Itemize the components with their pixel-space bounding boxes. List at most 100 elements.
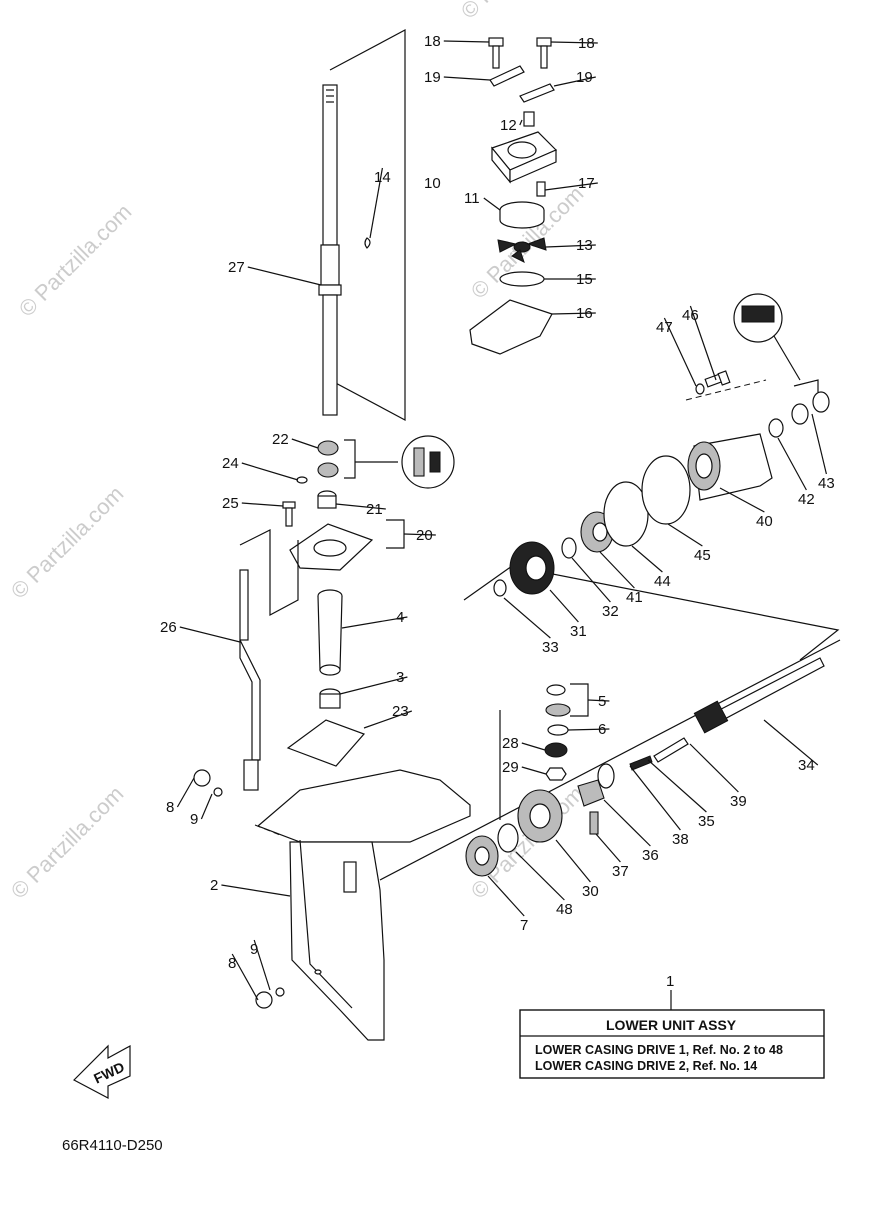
callout-12: 12	[500, 117, 517, 134]
watermark-text: © Partzilla.com	[6, 781, 129, 904]
oil-seal-housing	[289, 519, 405, 571]
leader-line	[567, 728, 610, 731]
bolt-8-upper	[193, 769, 223, 797]
callout-7: 7	[520, 917, 528, 934]
callout-30: 30	[582, 883, 599, 900]
shift-plunger-group	[597, 737, 689, 789]
leader-line	[200, 793, 213, 820]
callout-39: 39	[730, 793, 747, 810]
leader-line	[519, 119, 523, 126]
callout-29: 29	[502, 759, 519, 776]
leader-line	[663, 317, 697, 387]
callout-24: 24	[222, 455, 239, 472]
leader-line	[339, 676, 408, 695]
woodruff-key	[364, 237, 371, 249]
callout-34: 34	[798, 757, 815, 774]
leader-line	[487, 875, 525, 917]
callout-11: 11	[464, 190, 480, 207]
callout-5: 5	[598, 693, 606, 710]
shift-rod	[239, 529, 299, 791]
legend-line-2: LOWER CASING DRIVE 2, Ref. No. 14	[535, 1059, 757, 1073]
fwd-arrow: FWD	[73, 1044, 131, 1099]
clutch-group	[577, 779, 605, 835]
leader-line	[291, 438, 319, 449]
callout-8: 8	[166, 799, 174, 816]
callout-8: 8	[228, 955, 236, 972]
leader-line	[689, 305, 717, 381]
leader-line	[544, 182, 598, 191]
callout-3: 3	[396, 669, 404, 686]
insert-cartridge	[499, 201, 545, 229]
legend-line-1: LOWER CASING DRIVE 1, Ref. No. 2 to 48	[535, 1043, 783, 1057]
leader-line	[483, 197, 501, 211]
bushing-seals	[768, 391, 830, 438]
leader-line	[341, 616, 408, 629]
assembly-line	[254, 824, 281, 836]
leader-line	[231, 953, 259, 1001]
callout-9: 9	[250, 941, 258, 958]
leader-line	[599, 551, 635, 589]
callout-45: 45	[694, 547, 711, 564]
callout-20: 20	[416, 527, 433, 544]
o-ring	[499, 271, 545, 287]
callout-21: 21	[366, 501, 383, 518]
leader-line	[689, 743, 739, 793]
leader-line	[571, 557, 611, 603]
callout-47: 47	[656, 319, 673, 336]
bearings-22	[317, 435, 455, 489]
leader-line	[777, 437, 807, 491]
leader-line	[335, 503, 386, 510]
callout-37: 37	[612, 863, 629, 880]
callout-48: 48	[556, 901, 573, 918]
callout-14: 14	[374, 169, 391, 186]
leader-line	[363, 710, 413, 729]
bolt-25	[282, 501, 296, 527]
leader-line	[503, 597, 551, 639]
callout-46: 46	[682, 307, 699, 324]
impeller	[497, 237, 547, 263]
watermark-text: © Partzilla.com	[6, 481, 129, 604]
leader-line	[521, 742, 546, 751]
leader-line	[555, 839, 591, 883]
leader-line	[253, 939, 271, 991]
leader-line	[545, 244, 596, 248]
callout-19: 19	[576, 69, 593, 86]
watermark-group: © Partzilla.com © Partzilla.com © Partzi…	[6, 0, 589, 904]
callout-28: 28	[502, 735, 519, 752]
leader-line	[553, 76, 596, 87]
callout-27: 27	[228, 259, 245, 276]
callout-23: 23	[392, 703, 409, 720]
leader-line	[515, 851, 565, 901]
callout-41: 41	[626, 589, 643, 606]
reverse-gear-group	[465, 789, 563, 877]
legend-ref-number: 1	[666, 973, 674, 990]
leader-line	[587, 699, 610, 702]
callout-38: 38	[672, 831, 689, 848]
leader-line	[179, 626, 241, 643]
forward-gear-group	[493, 433, 773, 597]
callout-32: 32	[602, 603, 619, 620]
leader-line	[176, 777, 195, 808]
leader-line	[647, 759, 707, 813]
water-tube	[317, 589, 343, 676]
pin	[536, 181, 546, 197]
watermark-text: © Partzilla.com	[14, 199, 137, 322]
leader-line	[595, 833, 621, 863]
callout-18: 18	[578, 35, 595, 52]
callout-26: 26	[160, 619, 177, 636]
watermark-text: © Partzilla.com	[456, 0, 579, 24]
clips-19	[489, 65, 555, 103]
grommet	[319, 688, 341, 709]
callout-22: 22	[272, 431, 289, 448]
diagram-code: 66R4110-D250	[62, 1137, 163, 1154]
leader-line	[369, 167, 383, 239]
callout-9: 9	[190, 811, 198, 828]
callout-33: 33	[542, 639, 559, 656]
leader-line	[221, 884, 291, 897]
leader-line	[241, 502, 284, 507]
leader-line	[667, 523, 703, 547]
bolt-8-lower	[255, 987, 285, 1009]
leader-line	[550, 41, 598, 44]
callout-36: 36	[642, 847, 659, 864]
